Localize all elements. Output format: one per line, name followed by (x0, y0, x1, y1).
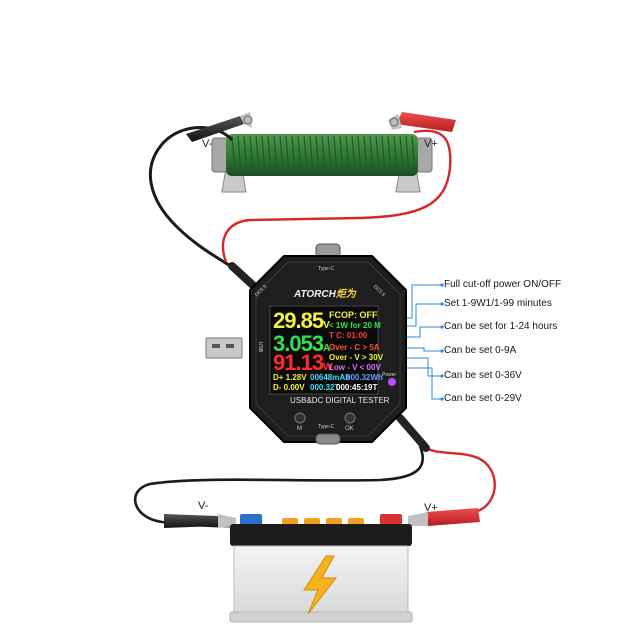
resistor-coil-line (369, 135, 374, 175)
resistor-body (226, 134, 418, 176)
battery-base (229, 611, 413, 623)
kwh-readout: 000.32T (310, 383, 340, 392)
resistor-coil-line (411, 135, 416, 175)
clip-red-top (388, 112, 456, 132)
annotation-cutoff: Full cut-off power ON/OFF (444, 279, 562, 290)
resistor-coil-line (237, 135, 242, 175)
annotation-dot (440, 397, 444, 401)
timer-setting: T C: 01:00 (329, 331, 368, 340)
usb-a-plug[interactable] (205, 337, 243, 359)
resistor-coil-line (405, 135, 410, 175)
battery (229, 514, 413, 623)
power-resistor (211, 134, 433, 193)
power-led (388, 378, 396, 386)
dplus-readout: D+ 1.28V (273, 373, 307, 382)
annotation-set-minutes: Set 1-9W1/1-99 minutes (444, 298, 552, 309)
usb-tester (205, 243, 407, 445)
battery-lid (230, 524, 412, 546)
battery-terminal-right (380, 514, 402, 526)
port-usb-label: USB (257, 341, 264, 353)
resistor-coil-line (285, 135, 290, 175)
annotation-dot (440, 302, 444, 306)
over-voltage-setting: Over - V > 30V (329, 353, 384, 362)
resistor-coil-line (321, 135, 326, 175)
resistor-coil-line (261, 135, 266, 175)
wire-black-bottom (133, 445, 425, 528)
voltage-readout: 29.85V (273, 308, 330, 333)
resistor-coil-line (309, 135, 314, 175)
resistor-coil-line (387, 135, 392, 175)
resistor-coil-line (231, 135, 236, 175)
resistor-coil-line (315, 135, 320, 175)
elapsed-time-readout: 000:45:19T (336, 383, 378, 392)
resistor-coil-line (375, 135, 380, 175)
brand-logo: ATORCH炬为 (294, 289, 356, 300)
annotation-dot (440, 349, 444, 353)
model-label: USB&DC DIGITAL TESTER (290, 396, 390, 405)
low-voltage-setting: Low - V < 00V (329, 363, 381, 372)
resistor-coil-line (297, 135, 302, 175)
label-v-minus-top: V- (202, 138, 213, 150)
annotation-hours: Can be set for 1-24 hours (444, 321, 558, 332)
clip-red-bottom (408, 508, 480, 526)
button-ok[interactable] (344, 412, 356, 424)
label-v-plus-bottom: V+ (424, 502, 438, 514)
resistor-coil-line (339, 135, 344, 175)
current-readout: 3.053A (273, 331, 330, 356)
label-v-plus-top: V+ (424, 138, 438, 150)
button-m-label: M (297, 426, 302, 432)
resistor-coil-line (363, 135, 368, 175)
resistor-texture (231, 135, 416, 175)
resistor-coil-line (255, 135, 260, 175)
resistor-coil-line (399, 135, 404, 175)
resistor-coil-line (351, 135, 356, 175)
annotation-dot (440, 325, 444, 329)
annotation-voltage-low: Can be set 0-29V (444, 393, 522, 404)
resistor-coil-line (333, 135, 338, 175)
annotation-dot (440, 374, 444, 378)
clip-black-top (186, 112, 253, 142)
tester-cable-right (396, 414, 430, 452)
resistor-coil-line (249, 135, 254, 175)
wire-red-top (221, 129, 452, 263)
energy-readout: 000.32Wh (346, 373, 383, 382)
button-ok-label: OK (345, 426, 354, 432)
power-label: Power (382, 372, 397, 378)
port-type-c-bottom[interactable] (315, 433, 341, 445)
power-readout: 91.13W (273, 350, 333, 375)
power-rate-setting: < 1W for 20 M (329, 321, 381, 330)
resistor-coil-line (381, 135, 386, 175)
capacity-readout: 00648mAh (310, 373, 351, 382)
fcop-status: FCOP: OFF (329, 310, 378, 320)
tester-screen (269, 305, 379, 395)
bolt-icon (303, 555, 338, 615)
resistor-coil-line (357, 135, 362, 175)
clip-black-bottom (164, 514, 236, 528)
over-current-setting: Over - C > 5A (329, 343, 380, 352)
port-top-label: Type-C (318, 266, 335, 272)
annotation-current: Can be set 0-9A (444, 345, 517, 356)
wire-black-top (148, 126, 247, 278)
button-m[interactable] (294, 412, 306, 424)
tester-cable-left (228, 262, 260, 292)
port-bottom-label: Type-C (318, 424, 335, 430)
resistor-cap-left (211, 137, 229, 173)
annotation-dot (440, 283, 444, 287)
resistor-coil-line (303, 135, 308, 175)
resistor-coil-line (291, 135, 296, 175)
resistor-coil-line (267, 135, 272, 175)
resistor-coil-line (393, 135, 398, 175)
resistor-coil-line (243, 135, 248, 175)
dminus-readout: D- 0.00V (273, 383, 305, 392)
resistor-coil-line (327, 135, 332, 175)
resistor-coil-line (273, 135, 278, 175)
battery-terminal-left (240, 514, 262, 526)
resistor-coil-line (279, 135, 284, 175)
resistor-coil-line (345, 135, 350, 175)
label-v-minus-bottom: V- (198, 500, 209, 512)
annotation-voltage-high: Can be set 0-36V (444, 370, 522, 381)
